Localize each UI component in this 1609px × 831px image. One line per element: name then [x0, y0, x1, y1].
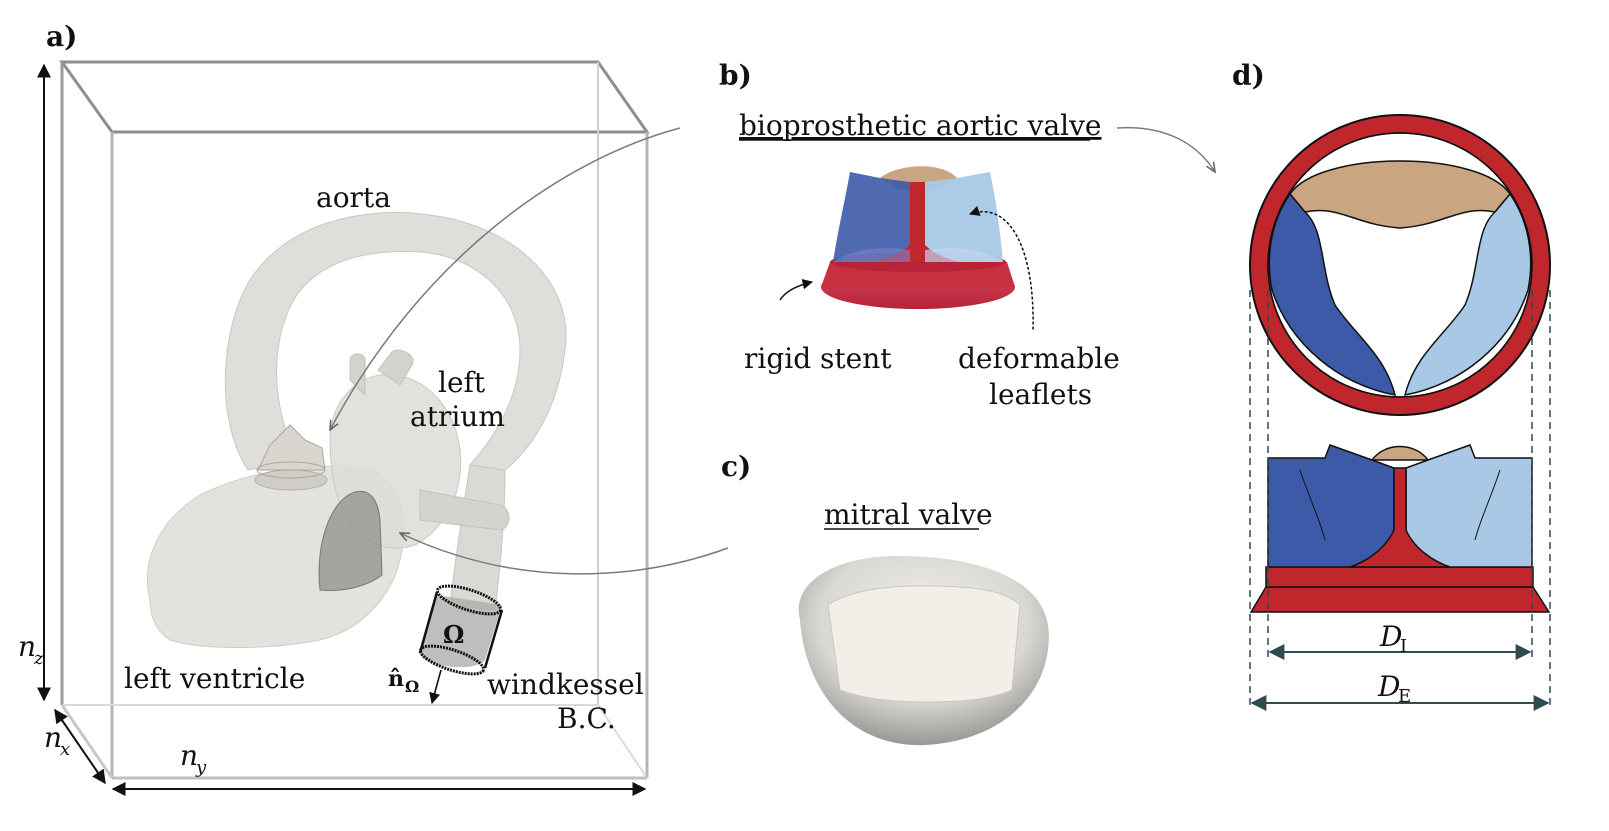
label-windkessel-line1: windkessel: [487, 668, 644, 701]
svg-text:y: y: [195, 757, 207, 778]
valve-top-view: [1249, 114, 1551, 416]
svg-text:I: I: [1400, 636, 1407, 657]
label-leaflets: leaflets: [989, 378, 1092, 411]
pulmonary-vein: [377, 349, 414, 386]
svg-text:x: x: [60, 739, 70, 760]
label-nz: n z: [18, 630, 44, 669]
panel-b: b) bioprosthetic aortic valve rigid sten…: [719, 59, 1215, 411]
panel-label-b: b): [719, 59, 752, 92]
svg-text:E: E: [1398, 686, 1411, 707]
leaflet-pointer: [969, 205, 1034, 331]
label-di: D I: [1379, 620, 1407, 657]
panel-d: d): [1232, 59, 1551, 711]
title-mitral-valve: mitral valve: [824, 498, 993, 531]
projection-lines: [1249, 290, 1551, 708]
outlet-cylinder: [418, 584, 504, 676]
label-rigid-stent: rigid stent: [744, 342, 892, 375]
domain-box: [59, 60, 650, 780]
title-bioprosthetic-aortic-valve: bioprosthetic aortic valve: [739, 109, 1102, 142]
top-leaflet-light-blue: [1403, 192, 1532, 396]
svg-text:D: D: [1379, 620, 1402, 653]
normal-sub: Ω: [405, 677, 419, 696]
nx-arrow: [54, 708, 106, 785]
label-ny: n y: [180, 739, 207, 778]
label-normal-vector: n̂ Ω: [388, 666, 419, 696]
valve-side-view: [1249, 444, 1551, 613]
label-nx: n x: [44, 721, 70, 760]
label-windkessel-line2: B.C.: [557, 702, 616, 735]
panel-label-d: d): [1232, 59, 1265, 92]
label-left-atrium-line1: left: [438, 366, 486, 399]
side-leaflet-light-blue: [1405, 444, 1533, 568]
pulmonary-vein: [349, 353, 366, 397]
svg-text:D: D: [1377, 670, 1400, 703]
label-left-atrium-line2: atrium: [410, 400, 505, 433]
label-omega: Ω: [443, 620, 464, 649]
top-leaflet-tan: [1289, 160, 1511, 229]
stent-base-inner: [1265, 566, 1534, 588]
side-leaflet-dark-blue: [1267, 444, 1395, 568]
aortic-valve-3d: [821, 166, 1015, 309]
connector-aortic-valve: [330, 127, 681, 430]
label-de: D E: [1377, 670, 1411, 707]
side-commissure: [1349, 467, 1451, 568]
svg-text:n: n: [18, 630, 36, 663]
mitral-valve-3d: [798, 555, 1049, 746]
connector-to-panel-d: [1116, 126, 1215, 172]
panel-a: a): [18, 20, 729, 796]
label-deformable: deformable: [958, 342, 1120, 375]
leaflet-light-blue: [925, 172, 1003, 262]
normal-vector-arrow: [429, 669, 442, 705]
side-leaflet-tan: [1370, 445, 1430, 461]
commissure-post: [875, 182, 960, 262]
label-aorta: aorta: [316, 181, 391, 214]
normal-n: n̂: [388, 666, 404, 692]
svg-text:n: n: [180, 739, 198, 772]
heart-anatomy: [146, 212, 567, 676]
mitral-leaflet: [827, 585, 1021, 703]
leaflet-dark-blue: [833, 172, 910, 262]
panel-label-c: c): [721, 450, 751, 483]
svg-text:z: z: [33, 648, 44, 669]
top-leaflet-dark-blue: [1268, 192, 1397, 396]
panel-c: c) mitral valve: [721, 450, 1049, 746]
label-left-ventricle: left ventricle: [124, 662, 305, 695]
mitral-valve-in-anatomy: [318, 490, 383, 591]
svg-text:n: n: [44, 721, 62, 754]
rigid-stent-pointer: [779, 279, 814, 301]
aortic-valve-in-anatomy: [254, 424, 328, 491]
panel-label-a: a): [46, 20, 77, 53]
pulmonary-vein: [419, 489, 510, 531]
aorta-shape: [224, 212, 567, 471]
connector-mitral-valve: [400, 533, 729, 575]
stent-base-outer: [1249, 586, 1551, 613]
